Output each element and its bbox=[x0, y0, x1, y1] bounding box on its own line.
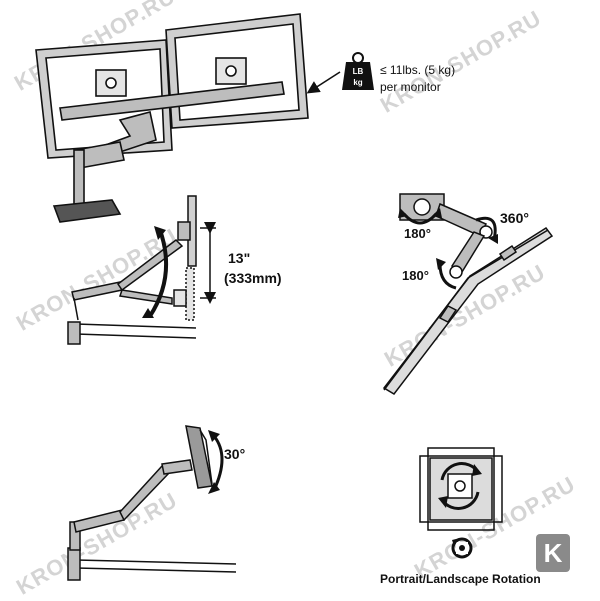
shop-badge: K bbox=[536, 534, 570, 572]
height-range-mm-label: (333mm) bbox=[224, 270, 282, 286]
weight-limit-label: ≤ 11lbs. (5 kg) bbox=[380, 63, 456, 77]
tilt-pan-degrees-label: 180° bbox=[402, 268, 429, 283]
weight-icon-top: LB bbox=[353, 67, 364, 76]
weight-icon: LB kg bbox=[342, 52, 374, 90]
tilt-degrees-label: 30° bbox=[224, 446, 246, 462]
rotation-icon bbox=[451, 537, 473, 559]
portrait-landscape-illustration bbox=[419, 447, 503, 531]
top-view-illustration bbox=[382, 193, 554, 395]
height-adjust-illustration bbox=[67, 195, 216, 345]
height-range-label: 13" bbox=[228, 250, 251, 266]
portrait-landscape-label: Portrait/Landscape Rotation bbox=[380, 572, 541, 586]
swivel-degrees-label: 360° bbox=[500, 210, 529, 226]
weight-pointer-arrow bbox=[306, 71, 341, 94]
weight-icon-bottom: kg bbox=[353, 78, 362, 87]
dual-monitor-illustration bbox=[35, 13, 309, 223]
pan-degrees-label: 180° bbox=[404, 226, 431, 241]
tilt-illustration bbox=[67, 425, 237, 581]
weight-per-monitor-label: per monitor bbox=[380, 80, 441, 94]
